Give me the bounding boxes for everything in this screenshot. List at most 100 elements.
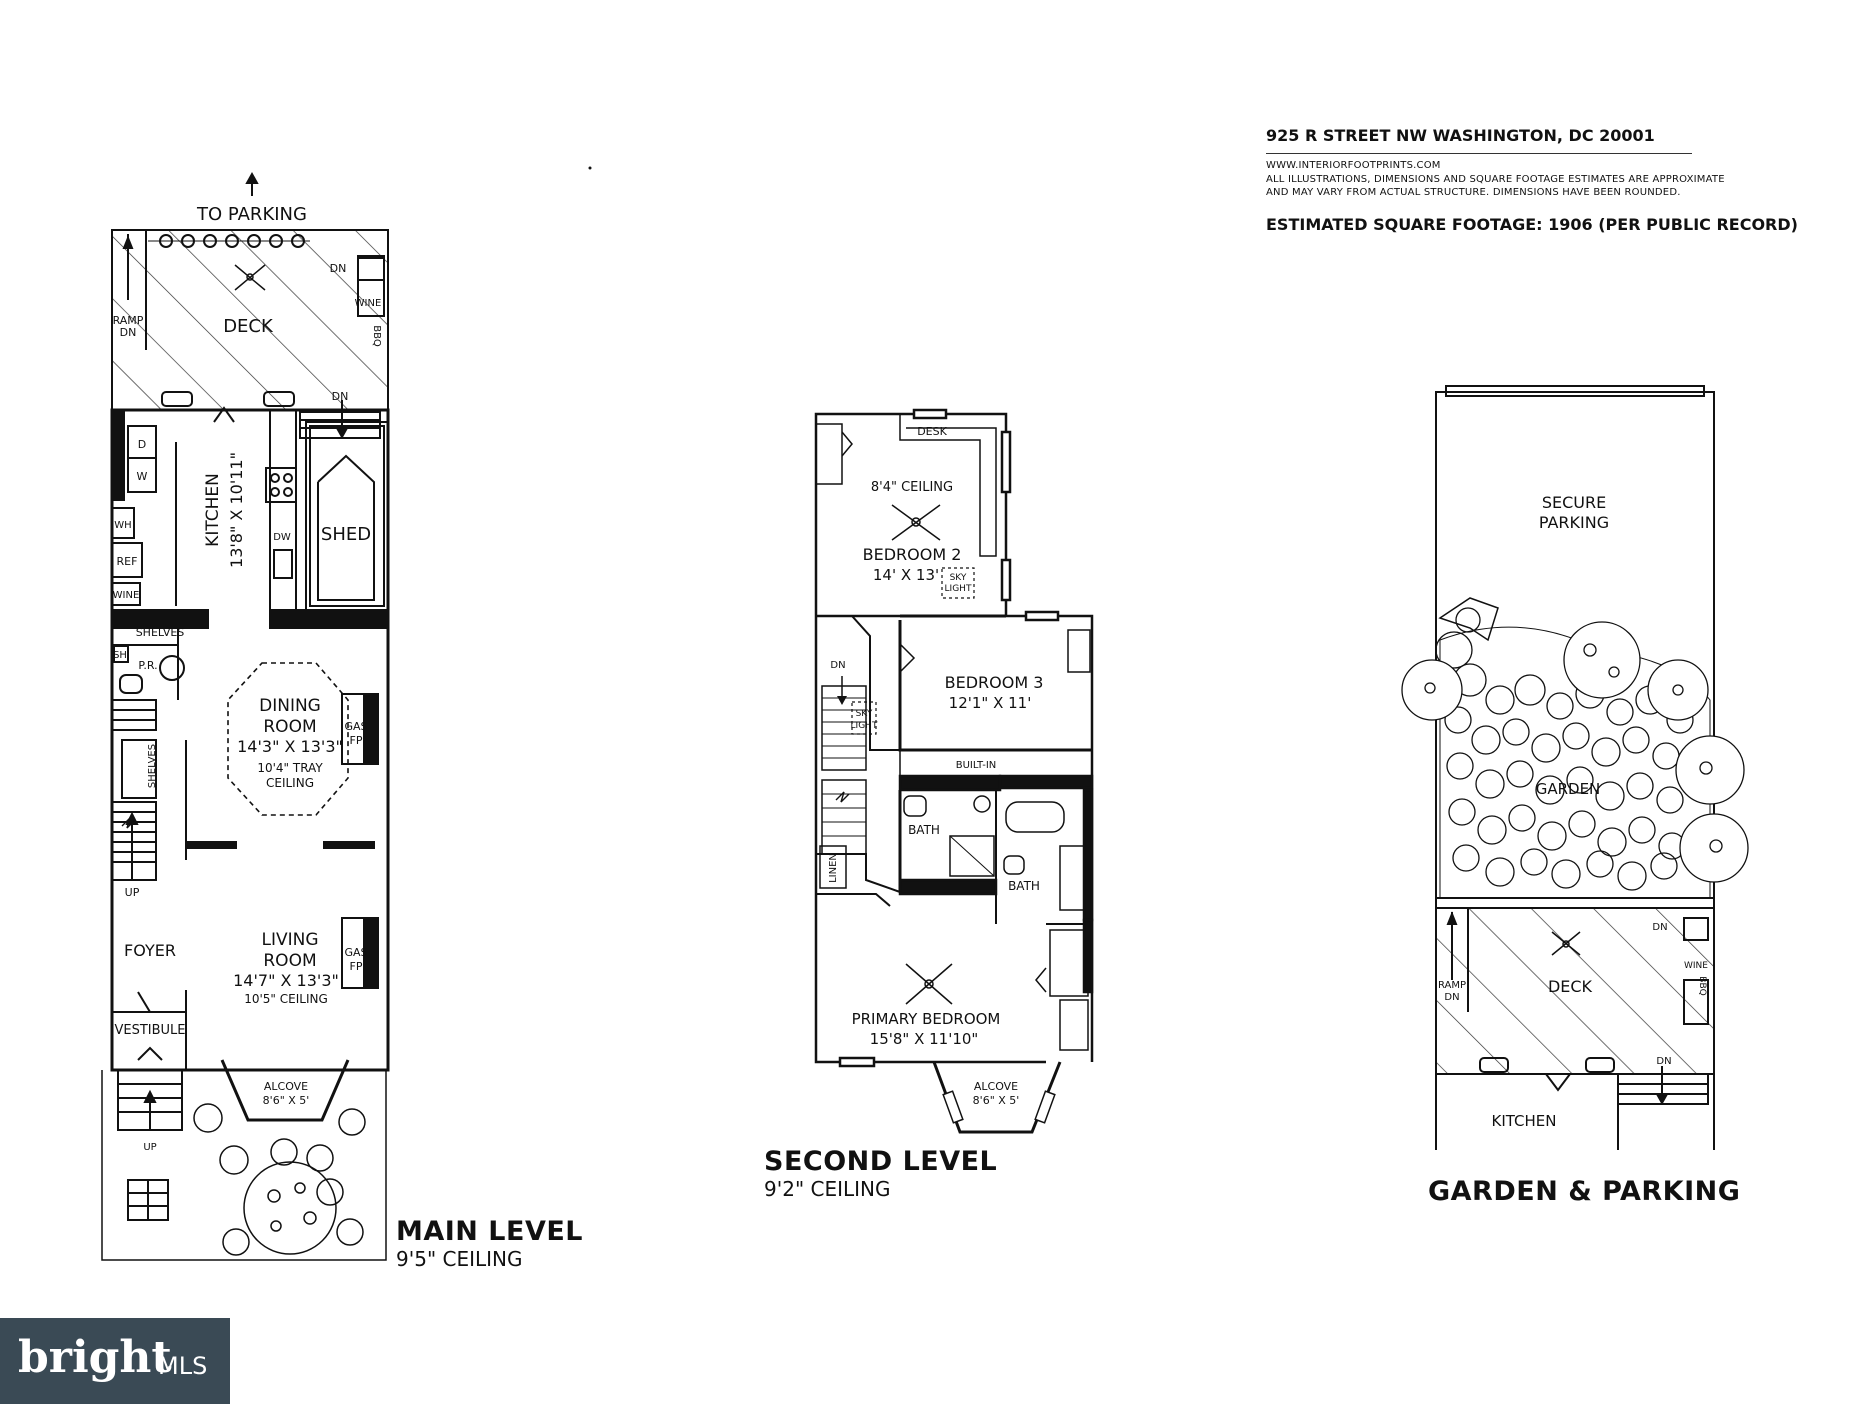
bright-mls-logo: bright MLS — [0, 1318, 230, 1404]
main-level-caption: MAIN LEVEL 9'5" CEILING — [396, 1216, 583, 1271]
garden-ramp-label: RAMP — [1438, 980, 1466, 991]
bath2-label: BATH — [1008, 879, 1040, 893]
bbq-label: BBQ — [371, 325, 382, 347]
deck-dn-label: DN — [330, 262, 347, 275]
sh-label: SH — [113, 650, 127, 661]
second-level-caption: SECOND LEVEL 9'2" CEILING — [764, 1146, 997, 1201]
garden-kitchen-label: KITCHEN — [1492, 1112, 1557, 1130]
garden-dn2-label: DN — [1656, 1056, 1671, 1067]
primary-alcove-dim-label: 8'6" X 5' — [973, 1094, 1020, 1107]
bedroom3-label: BEDROOM 3 — [945, 673, 1044, 692]
linen-label: LINEN — [828, 853, 839, 883]
deck-fan-icon — [234, 264, 266, 291]
shelves-top-label: SHELVES — [136, 626, 185, 639]
foyer-label: FOYER — [124, 941, 176, 960]
bedroom2-light-label: LIGHT — [945, 584, 972, 594]
kitchen-dim-label: 13'8" X 10'11" — [227, 452, 246, 568]
main-level-title: MAIN LEVEL — [396, 1216, 583, 1247]
living-ceiling-label: 10'5" CEILING — [244, 992, 328, 1006]
to-parking-label: TO PARKING — [196, 204, 307, 225]
square-footage-text: ESTIMATED SQUARE FOOTAGE: 1906 (PER PUBL… — [1266, 215, 1798, 234]
deck-label: DECK — [223, 316, 274, 337]
living-dim-label: 14'7" X 13'3" — [233, 971, 339, 990]
fridge-label: REF — [117, 555, 138, 568]
living-label: LIVING — [261, 930, 318, 950]
garden-plantings — [1401, 607, 1749, 899]
bath1-label: BATH — [908, 823, 940, 837]
second-level-plan — [814, 408, 1094, 1134]
ramp-dn-label: DN — [120, 326, 137, 339]
water-heater-label: WH — [114, 520, 131, 531]
primary-fan-icon — [905, 963, 953, 1005]
shed-label: SHED — [321, 524, 371, 545]
primary-bedroom-label: PRIMARY BEDROOM — [852, 1010, 1001, 1028]
front-yard-shrubs — [193, 1103, 366, 1256]
website-text: WWW.INTERIORFOOTPRINTS.COM — [1266, 160, 1441, 171]
parking-label: PARKING — [1539, 513, 1609, 532]
primary-alcove-label: ALCOVE — [974, 1080, 1018, 1093]
bedroom2-dim-label: 14' X 13' — [873, 566, 939, 584]
garden-deck-fan-icon — [1551, 931, 1581, 956]
gas-label-1: GAS — [344, 720, 367, 733]
kitchen-dw-label: DW — [273, 532, 291, 543]
second-level-title: SECOND LEVEL — [764, 1146, 998, 1177]
stair-dn-label: DN — [830, 660, 845, 671]
front-up-label: UP — [143, 1142, 156, 1153]
fp-label-2: FP — [350, 960, 363, 973]
garden-label: GARDEN — [1536, 780, 1601, 798]
steps-dn-label: DN — [332, 390, 349, 403]
stair-up-label: UP — [125, 886, 140, 899]
property-address: 925 R STREET NW WASHINGTON, DC 20001 — [1266, 126, 1655, 145]
header-divider — [1266, 153, 1692, 154]
dishwasher-d-label: D — [138, 438, 146, 451]
primary-dim-label: 15'8" X 11'10" — [870, 1030, 979, 1048]
logo-brand-text: bright — [18, 1332, 172, 1383]
second-level-labels: DESK 8'4" CEILING BEDROOM 2 14' X 13' SK… — [828, 425, 1043, 1107]
bedroom3-dim-label: 12'1" X 11' — [949, 694, 1032, 712]
logo-suffix-text: MLS — [158, 1352, 208, 1380]
garden-dn1-label: DN — [1652, 922, 1667, 933]
main-level-ceiling: 9'5" CEILING — [396, 1247, 523, 1271]
hall-sky-label: SKY — [856, 709, 873, 719]
living-room-label: ROOM — [263, 951, 316, 971]
desk-label: DESK — [917, 425, 947, 438]
garden-wine-label: WINE — [1684, 961, 1708, 971]
dining-dim-label: 14'3" X 13'3" — [237, 737, 343, 756]
powder-room-label: P.R. — [138, 659, 157, 672]
kitchen-label: KITCHEN — [203, 473, 223, 547]
garden-ramp-dn-label: DN — [1444, 992, 1459, 1003]
ramp-label: RAMP — [113, 314, 144, 327]
garden-level-labels: SECURE PARKING GARDEN RAMP DN DN WINE DE… — [1438, 493, 1708, 1130]
alcove-dim-label: 8'6" X 5' — [263, 1094, 310, 1107]
stray-dot — [588, 166, 592, 170]
alcove-label: ALCOVE — [264, 1080, 308, 1093]
wine-fridge-label: WINE — [113, 590, 140, 601]
garden-level-title: GARDEN & PARKING — [1428, 1176, 1741, 1207]
shelves-side-label: SHELVES — [147, 744, 158, 788]
main-level-plan — [101, 171, 390, 1261]
garden-level-plan — [1401, 385, 1749, 1150]
bedroom2-label: BEDROOM 2 — [863, 545, 962, 564]
second-level-ceiling: 9'2" CEILING — [764, 1177, 891, 1201]
dining-room-label: ROOM — [263, 717, 316, 737]
bedroom2-sky-label: SKY — [950, 573, 967, 583]
dishwasher-w-label: W — [137, 470, 148, 483]
hall-light-label: LIGHT — [851, 721, 878, 731]
disclaimer-line-1: ALL ILLUSTRATIONS, DIMENSIONS AND SQUARE… — [1266, 174, 1725, 185]
disclaimer-line-2: AND MAY VARY FROM ACTUAL STRUCTURE. DIME… — [1266, 187, 1681, 198]
secure-label: SECURE — [1542, 493, 1606, 512]
vestibule-label: VESTIBULE — [114, 1023, 185, 1038]
deck-wine-label: WINE — [355, 298, 382, 309]
bedroom2-fan-icon — [891, 504, 941, 541]
gas-label-2: GAS — [344, 946, 367, 959]
garden-deck-label: DECK — [1548, 977, 1593, 996]
fp-label-1: FP — [350, 734, 363, 747]
garden-bbq-label: BBQ — [1697, 976, 1707, 995]
main-level-labels: TO PARKING DECK RAMP DN DN WINE DN D W W… — [113, 204, 382, 1153]
built-in-label: BUILT-IN — [956, 760, 997, 771]
dining-label: DINING — [259, 696, 321, 716]
dining-ceiling-2: CEILING — [266, 776, 314, 790]
garden-level-caption: GARDEN & PARKING — [1428, 1176, 1740, 1207]
